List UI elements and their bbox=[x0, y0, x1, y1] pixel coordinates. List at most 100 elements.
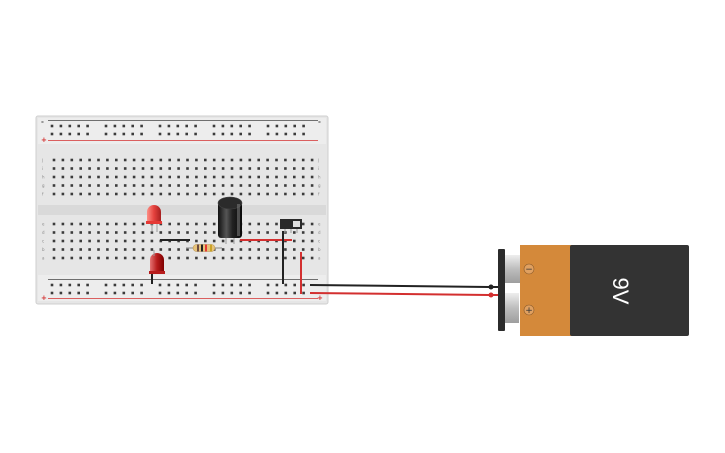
breadboard-hole[interactable] bbox=[106, 222, 109, 226]
breadboard-hole[interactable] bbox=[52, 175, 56, 179]
breadboard-hole[interactable] bbox=[106, 175, 109, 179]
breadboard-hole[interactable] bbox=[248, 291, 251, 295]
breadboard-hole[interactable] bbox=[88, 167, 91, 170]
breadboard-hole[interactable] bbox=[123, 192, 127, 196]
breadboard-hole[interactable] bbox=[123, 158, 127, 162]
breadboard-hole[interactable] bbox=[168, 222, 171, 226]
breadboard-hole[interactable] bbox=[68, 124, 72, 128]
breadboard-hole[interactable] bbox=[284, 158, 287, 162]
breadboard-hole[interactable] bbox=[301, 239, 305, 243]
breadboard-hole[interactable] bbox=[88, 158, 91, 162]
breadboard-hole[interactable] bbox=[158, 291, 162, 295]
battery-negative-terminal[interactable] bbox=[505, 255, 522, 283]
breadboard-hole[interactable] bbox=[230, 184, 234, 187]
breadboard-hole[interactable] bbox=[70, 192, 74, 196]
breadboard-hole[interactable] bbox=[248, 231, 252, 234]
breadboard-hole[interactable] bbox=[230, 192, 234, 196]
breadboard-hole[interactable] bbox=[132, 184, 136, 187]
breadboard-hole[interactable] bbox=[115, 158, 118, 162]
breadboard-hole[interactable] bbox=[141, 231, 145, 234]
breadboard-hole[interactable] bbox=[106, 248, 109, 251]
breadboard-hole[interactable] bbox=[122, 124, 126, 128]
breadboard-hole[interactable] bbox=[293, 283, 296, 287]
breadboard-hole[interactable] bbox=[141, 184, 145, 187]
breadboard-hole[interactable] bbox=[131, 132, 134, 136]
breadboard-hole[interactable] bbox=[266, 256, 269, 260]
breadboard-hole[interactable] bbox=[301, 192, 305, 196]
breadboard-hole[interactable] bbox=[204, 231, 207, 234]
breadboard-hole[interactable] bbox=[52, 239, 56, 243]
breadboard-hole[interactable] bbox=[123, 222, 127, 226]
breadboard-hole[interactable] bbox=[122, 283, 126, 287]
breadboard-hole[interactable] bbox=[230, 158, 234, 162]
breadboard-hole[interactable] bbox=[79, 256, 82, 260]
breadboard-hole[interactable] bbox=[177, 231, 180, 234]
breadboard-hole[interactable] bbox=[185, 132, 188, 136]
breadboard-hole[interactable] bbox=[150, 175, 154, 179]
breadboard-hole[interactable] bbox=[68, 283, 72, 287]
breadboard-hole[interactable] bbox=[79, 158, 82, 162]
breadboard-hole[interactable] bbox=[248, 124, 251, 128]
breadboard-hole[interactable] bbox=[97, 231, 100, 234]
breadboard-hole[interactable] bbox=[275, 175, 278, 179]
breadboard-hole[interactable] bbox=[168, 158, 171, 162]
breadboard-hole[interactable] bbox=[257, 158, 260, 162]
breadboard-hole[interactable] bbox=[97, 184, 100, 187]
breadboard-hole[interactable] bbox=[52, 184, 56, 187]
breadboard-hole[interactable] bbox=[185, 283, 188, 287]
breadboard-hole[interactable] bbox=[167, 291, 171, 295]
breadboard-hole[interactable] bbox=[168, 248, 171, 251]
breadboard-hole[interactable] bbox=[221, 248, 225, 251]
breadboard-hole[interactable] bbox=[212, 158, 216, 162]
breadboard-hole[interactable] bbox=[79, 239, 82, 243]
breadboard-hole[interactable] bbox=[115, 222, 118, 226]
breadboard-hole[interactable] bbox=[70, 239, 74, 243]
breadboard-hole[interactable] bbox=[284, 291, 288, 295]
breadboard-hole[interactable] bbox=[113, 283, 117, 287]
breadboard-hole[interactable] bbox=[284, 132, 288, 136]
breadboard-hole[interactable] bbox=[248, 167, 252, 170]
breadboard-hole[interactable] bbox=[158, 283, 162, 287]
breadboard-hole[interactable] bbox=[230, 283, 234, 287]
breadboard-hole[interactable] bbox=[204, 239, 207, 243]
breadboard-hole[interactable] bbox=[221, 124, 225, 128]
breadboard-hole[interactable] bbox=[97, 167, 100, 170]
breadboard-hole[interactable] bbox=[158, 124, 162, 128]
breadboard-hole[interactable] bbox=[186, 184, 189, 187]
breadboard-hole[interactable] bbox=[86, 291, 89, 295]
breadboard-hole[interactable] bbox=[301, 167, 305, 170]
breadboard-hole[interactable] bbox=[293, 158, 296, 162]
breadboard-hole[interactable] bbox=[88, 248, 91, 251]
breadboard-hole[interactable] bbox=[195, 256, 198, 260]
breadboard-hole[interactable] bbox=[52, 231, 56, 234]
breadboard-hole[interactable] bbox=[159, 158, 163, 162]
breadboard-hole[interactable] bbox=[204, 175, 207, 179]
breadboard-hole[interactable] bbox=[140, 291, 143, 295]
breadboard-hole[interactable] bbox=[52, 256, 56, 260]
breadboard-hole[interactable] bbox=[68, 291, 72, 295]
breadboard-hole[interactable] bbox=[230, 239, 234, 243]
breadboard-hole[interactable] bbox=[301, 256, 305, 260]
breadboard-hole[interactable] bbox=[248, 192, 252, 196]
breadboard-hole[interactable] bbox=[141, 175, 145, 179]
breadboard-hole[interactable] bbox=[275, 256, 278, 260]
breadboard-hole[interactable] bbox=[122, 291, 126, 295]
breadboard-hole[interactable] bbox=[61, 184, 65, 187]
breadboard-hole[interactable] bbox=[115, 175, 118, 179]
breadboard-hole[interactable] bbox=[123, 184, 127, 187]
breadboard-hole[interactable] bbox=[293, 192, 296, 196]
breadboard-hole[interactable] bbox=[115, 192, 118, 196]
breadboard-hole[interactable] bbox=[310, 192, 314, 196]
breadboard-hole[interactable] bbox=[284, 124, 288, 128]
breadboard-hole[interactable] bbox=[61, 158, 65, 162]
breadboard-hole[interactable] bbox=[97, 222, 100, 226]
breadboard-hole[interactable] bbox=[79, 231, 82, 234]
breadboard-hole[interactable] bbox=[257, 222, 260, 226]
breadboard-hole[interactable] bbox=[230, 256, 234, 260]
breadboard-hole[interactable] bbox=[293, 184, 296, 187]
breadboard-hole[interactable] bbox=[141, 248, 145, 251]
breadboard-hole[interactable] bbox=[97, 192, 100, 196]
breadboard-hole[interactable] bbox=[266, 167, 269, 170]
breadboard-hole[interactable] bbox=[284, 167, 287, 170]
breadboard-hole[interactable] bbox=[248, 283, 251, 287]
